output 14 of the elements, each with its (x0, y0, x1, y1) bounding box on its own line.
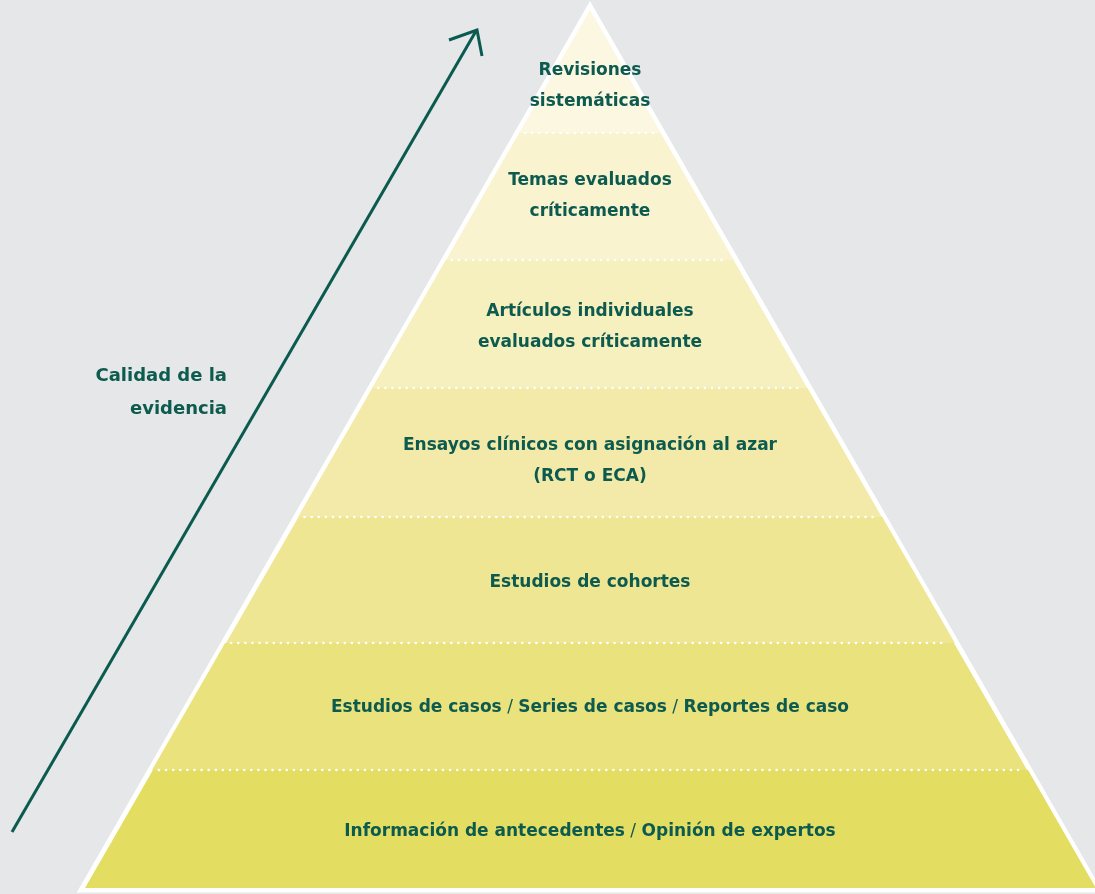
pyramid-tier (446, 133, 734, 260)
tier-label: Artículos individuales evaluados críticamente (476, 299, 704, 353)
tier-label: Estudios de casos / Series de casos / Reportes de caso (329, 694, 850, 718)
tier-label: Revisiones sistemáticas (528, 58, 652, 112)
tier-label: Información de antecedentes / Opinión de expertos (343, 818, 837, 842)
axis-label: Calidad de la evidencia (94, 363, 227, 420)
pyramid-tier (225, 517, 955, 643)
pyramid-tier (298, 388, 882, 517)
tier-label: Estudios de cohortes (488, 569, 692, 593)
pyramid-tier (372, 260, 808, 388)
tier-label: Temas evaluados críticamente (507, 168, 673, 222)
pyramid-tier (152, 643, 1028, 770)
pyramid-tier (84, 770, 1095, 888)
tier-label: Ensayos clínicos con asignación al azar (RCT o ECA) (401, 433, 778, 487)
